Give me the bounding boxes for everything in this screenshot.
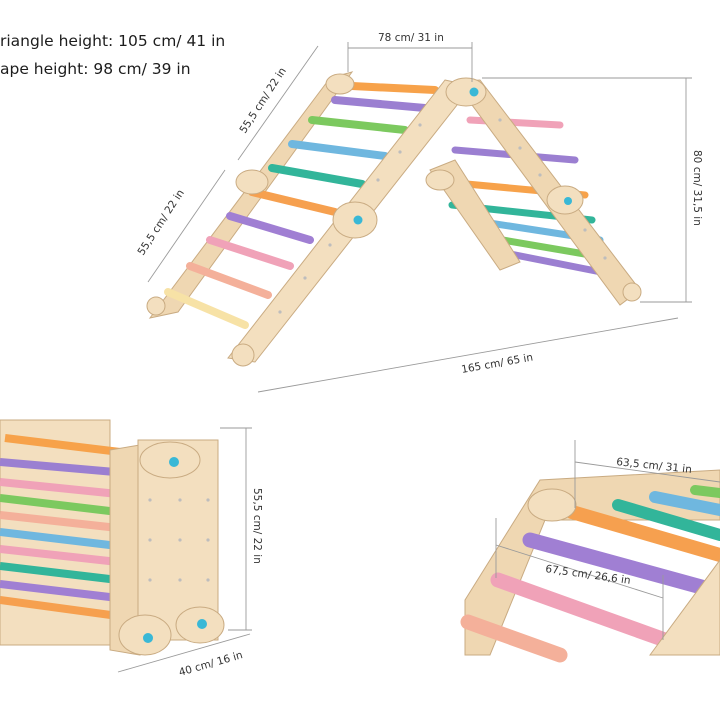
back-right-leg	[429, 159, 521, 271]
knob-icon	[169, 457, 179, 467]
spec-trapezoid-height: ape height: 98 cm/ 39 in	[0, 60, 191, 78]
folded-screws	[148, 498, 210, 582]
folded-climber	[0, 419, 225, 656]
mid-hinge-left	[235, 169, 269, 195]
top-hinge-right	[445, 77, 487, 107]
dim-top-width: 78 cm/ 31 in	[378, 32, 444, 44]
dim-base-length: 165 cm/ 65 in	[460, 352, 534, 376]
dim-folded-height: 55,5 cm/ 22 in	[251, 488, 263, 564]
gear-foot-left	[146, 296, 166, 316]
top-hinge-left	[325, 73, 355, 95]
screws	[278, 118, 607, 314]
knob-icon	[469, 87, 479, 97]
dim-height: 80 cm/ 31,5 in	[691, 150, 703, 226]
mid-hinge-back	[425, 169, 455, 191]
gear-foot-right	[622, 282, 642, 302]
detail-hinge	[527, 488, 577, 522]
left-ladder-rungs	[164, 82, 439, 329]
dim-upper-side: 55,5 cm/ 22 in	[237, 65, 288, 135]
folded-rungs	[0, 434, 121, 620]
knob-icon	[564, 197, 572, 205]
spec-triangle-height: riangle height: 105 cm/ 41 in	[0, 32, 226, 50]
detail-dimension-lines	[495, 440, 720, 640]
folded-dimension-lines	[117, 427, 252, 673]
knob-icon	[353, 215, 363, 225]
gear-foot-front	[231, 343, 255, 367]
detail-front-rail	[649, 559, 720, 656]
dim-lower-side: 55,5 cm/ 22 in	[135, 187, 186, 257]
rung-detail	[460, 469, 720, 663]
triangle-climber	[146, 71, 642, 367]
dim-folded-depth: 40 cm/ 16 in	[178, 649, 245, 679]
right-front-rail	[454, 79, 641, 306]
knob-icon	[197, 619, 207, 629]
knob-icon	[143, 633, 153, 643]
main-dimension-lines	[147, 42, 692, 393]
